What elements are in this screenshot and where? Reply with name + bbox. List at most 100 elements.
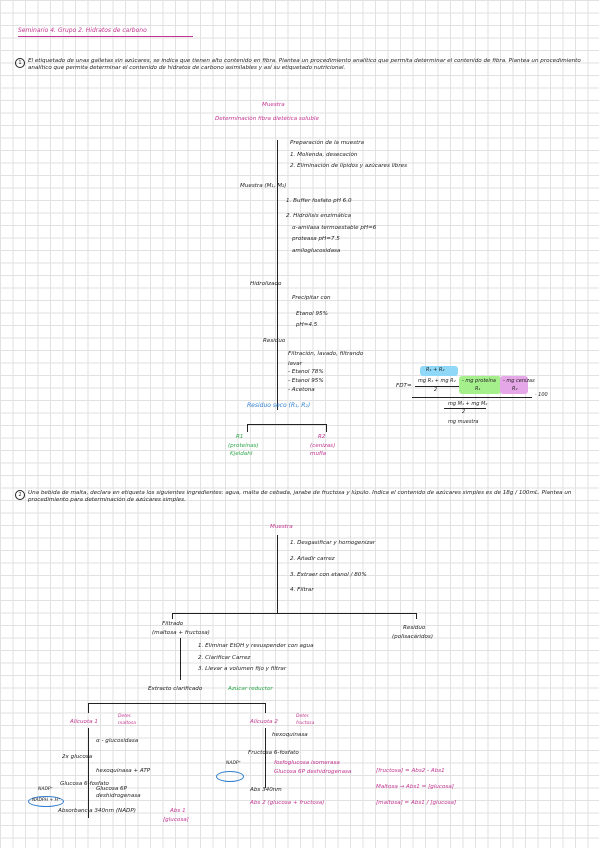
q1-prep-step-2: 2. Eliminación de lípidos y azúcares lib… <box>290 163 408 169</box>
q2-filt-step-3: 3. Llevar a volumen fijo y filtrar <box>198 666 287 672</box>
formula-highlight-green <box>459 376 501 394</box>
q1-muestra-label: Muestra <box>262 102 285 108</box>
q2-step-1: 1. Desgasificar y homogenizar <box>290 540 376 546</box>
formula-ash: - mg cenizas <box>503 378 535 384</box>
equation-maltose-abs: Maltosa → Abs1 = [glucosa] <box>376 784 454 790</box>
a1-result: Abs 1 <box>170 808 186 814</box>
q2-extracto: Extracto clarificado <box>148 686 203 692</box>
q2-filtrado-line <box>180 638 181 680</box>
a2-result: Abs 2 (glucosa + fructosa) <box>250 800 325 806</box>
a1-absorbance: Absorbancia 340nm (NADP) <box>58 808 136 814</box>
q1-step-2a: 2. Hidrólisis enzimática <box>286 213 352 219</box>
r2-mufla: mufla <box>310 451 327 457</box>
q1-branch-line <box>247 424 327 425</box>
formula-muestra: mg muestra <box>448 419 479 425</box>
q1-branch-right <box>326 424 327 432</box>
formula-top: R₁ + R₂ <box>426 367 445 373</box>
equation-fructose: [fructosa] = Abs2 - Abs1 <box>376 768 445 774</box>
q2-extracto-b: Azúcar reductor <box>228 686 273 692</box>
question-1-text: El etiquetado de unas galletas sin azúca… <box>28 58 581 71</box>
q1-hidrolizado: Hidrolizado <box>250 281 282 287</box>
q2-alicuota-branch <box>88 703 266 704</box>
formula-ash-den: R₂ <box>512 386 518 392</box>
a1-nadph: NADPH + H⁺ <box>32 798 61 803</box>
alicuota-1-title: Alícuota 1 <box>70 719 98 725</box>
q1-filt-a: Filtración, lavado, filtrando <box>288 351 364 357</box>
alicuota-1-det: Deter. maltosa <box>118 714 137 726</box>
a1-enzyme: α - glucosidasa <box>96 738 139 744</box>
r2-title: R2 <box>318 434 326 440</box>
title-underline <box>18 36 193 37</box>
q1-prep-step-1: 1. Molienda, desecación <box>290 152 358 158</box>
q1-residuo-seco: Residuo seco (R₁, R₂) <box>247 402 311 409</box>
formula-den: 2 <box>434 387 438 393</box>
q2-step-3: 3. Extraer con etanol / 80% <box>290 572 367 578</box>
a2-nadph-circle <box>216 771 244 782</box>
a1-hexokinase: hexoquinasa + ATP <box>96 768 151 774</box>
q1-prep-title: Preparación de la muestra <box>290 140 364 146</box>
q1-flow-line <box>277 140 278 410</box>
formula-num: mg R₁ + mg R₂ <box>418 378 456 384</box>
a2-nadp: NADP⁺ <box>226 761 241 766</box>
q1-filt-e: - Acetona <box>288 387 315 393</box>
q1-filt-c: - Etanol 78% <box>288 369 324 375</box>
q1-filt-d: - Etanol 95% <box>288 378 324 384</box>
formula-protein-den: R₁ <box>475 386 481 392</box>
formula-inner-bar <box>415 386 459 387</box>
fdt-label: FDT= <box>396 383 412 389</box>
q1-precip-c: pH=4.5 <box>296 322 318 328</box>
q2-flow-line <box>277 535 278 613</box>
q1-residuo: Residuo <box>263 338 286 344</box>
formula-end: · 100 <box>535 392 548 398</box>
r2-cenizas: (cenizas) <box>310 443 336 449</box>
alicuota-2-det: Deter. fructosa <box>296 714 315 726</box>
q2-filt-step-1: 1. Eliminar EtOH y resuspender con agua <box>198 643 314 649</box>
q2-muestra-label: Muestra <box>270 524 293 530</box>
q1-step-1: 1. Buffer fosfato pH 6.0 <box>286 198 352 204</box>
q1-step-2d: amiloglucosidasa <box>292 248 341 254</box>
formula-highlight-blue <box>420 366 458 376</box>
r1-kjeldahl: Kjeldahl <box>230 451 253 457</box>
a2-pgi: fosfoglucosa isomerasa <box>274 760 340 766</box>
formula-protein: - mg proteína <box>462 378 496 384</box>
q2-filtrado: Filtrado <box>162 621 184 627</box>
q1-precip-b: Etanol 95% <box>296 311 328 317</box>
q1-filt-b: lavar <box>288 361 303 367</box>
formula-main-bar <box>412 397 532 398</box>
q2-alicuota-left <box>88 703 89 713</box>
q2-step-2: 2. Añadir carrez <box>290 556 335 562</box>
a1-nadph-circle <box>28 796 64 807</box>
q2-filtrado-b: (maltosa + fructosa) <box>152 630 210 636</box>
formula-bottom-den: 2 <box>462 409 466 415</box>
a2-enzyme: hexoquinasa <box>272 732 308 738</box>
a1-glucose: 2x glucosa <box>62 754 93 760</box>
q2-step-4: 4. Filtrar <box>290 587 314 593</box>
formula-highlight-pink <box>500 376 528 394</box>
formula-bottom-num: mg M₁ + mg M₂ <box>448 401 488 407</box>
q2-alicuota-right <box>265 703 266 713</box>
q2-branch-left <box>172 613 173 619</box>
q1-step-2c: proteasa pH=7.5 <box>292 236 340 242</box>
a1-g6pdh: Glucosa 6P deshidrogenasa <box>96 786 141 799</box>
q2-branch-line <box>172 613 417 614</box>
question-2-number: 2 <box>15 490 25 500</box>
q2-residuo-b: (polisacáridos) <box>392 634 434 640</box>
r1-title: R1 <box>236 434 244 440</box>
a2-flow-line <box>265 728 266 788</box>
formula-bottom-bar <box>444 408 486 409</box>
q1-determinacion-title: Determinación fibra dietética soluble <box>215 116 319 122</box>
a2-absorbance: Abs 340nm <box>250 787 282 793</box>
q2-filt-step-2: 2. Clarificar Carrez <box>198 655 251 661</box>
q1-branch-left <box>247 424 248 432</box>
q2-residuo: Residuo <box>403 625 426 631</box>
alicuota-2-title: Alícuota 2 <box>250 719 278 725</box>
q2-branch-right <box>416 613 417 619</box>
a2-g6pdh: Glucosa 6P deshidrogenasa <box>274 769 352 775</box>
q1-muestra-m: Muestra (M₁, M₂) <box>240 183 287 189</box>
a1-result-b: [glucosa] <box>163 817 189 823</box>
q1-step-2b: α-amilasa termoestable pH=6 <box>292 225 377 231</box>
question-1-number: 1 <box>15 58 25 68</box>
a1-nadp: NADP⁺ <box>38 787 53 792</box>
question-2-text: Una bebida de malta, declara en etiqueta… <box>28 490 572 503</box>
equation-maltose: [maltosa] = Abs1 / [glucosa] <box>376 800 457 806</box>
